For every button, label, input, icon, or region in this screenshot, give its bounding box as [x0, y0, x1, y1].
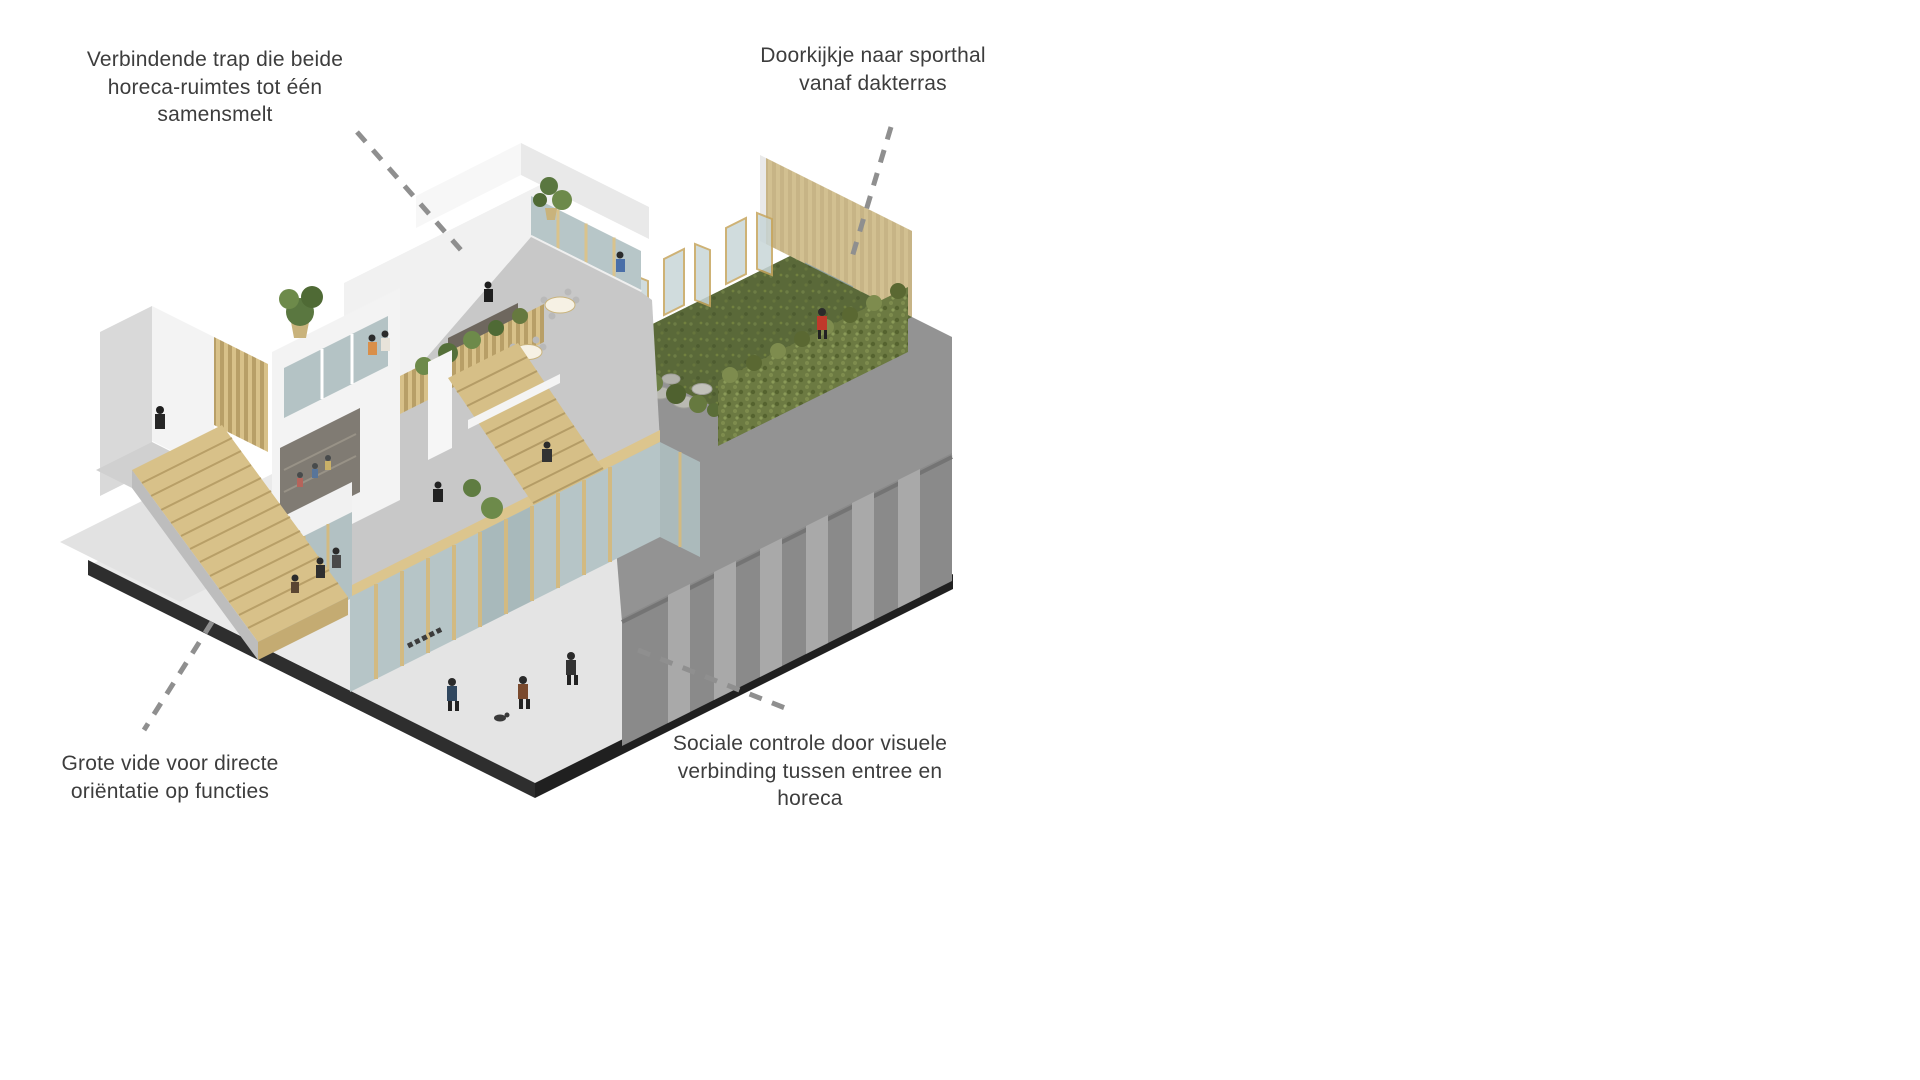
person-figure	[817, 308, 827, 339]
leader-lines	[141, 126, 894, 732]
people	[155, 251, 827, 722]
person-figure	[447, 678, 459, 711]
person-figure	[433, 481, 443, 502]
glass-facade-entrance	[350, 442, 660, 692]
person-figure	[616, 251, 625, 272]
annotation-rooftop-view: Doorkijkje naar sporthal vanaf dakterras	[760, 44, 986, 95]
annotation-void: Grote vide voor directe oriëntatie op fu…	[61, 752, 279, 803]
concrete-facade	[621, 453, 953, 746]
person-figure	[325, 455, 331, 470]
leader-line-void	[141, 620, 215, 732]
leader-line-connecting-stair	[355, 130, 470, 260]
person-figure	[312, 463, 318, 478]
person-figure	[155, 406, 165, 429]
person-figure	[542, 441, 552, 462]
wood-slat-railing	[214, 337, 268, 452]
person-figure	[297, 472, 303, 487]
person-figure	[368, 334, 377, 355]
potted-plant-large	[279, 286, 323, 338]
glass-facade-side	[660, 442, 700, 557]
facade-sign	[406, 626, 444, 649]
person-figure	[291, 574, 299, 593]
leader-line-social-control	[637, 647, 786, 711]
person-figure	[518, 676, 530, 709]
person-figure	[566, 652, 578, 685]
upper-window	[284, 316, 388, 418]
person-figure	[381, 330, 390, 351]
annotation-connecting-stair: Verbindende trap die beide horeca-ruimte…	[86, 48, 344, 127]
annotation-social-control: Sociale controle door visuele verbinding…	[672, 732, 948, 811]
parapet-hedge	[718, 283, 908, 446]
person-figure	[316, 557, 325, 578]
person-figure	[332, 547, 341, 568]
dog-figure	[494, 712, 510, 722]
person-figure	[484, 281, 493, 302]
potted-plant-upper	[533, 177, 572, 220]
